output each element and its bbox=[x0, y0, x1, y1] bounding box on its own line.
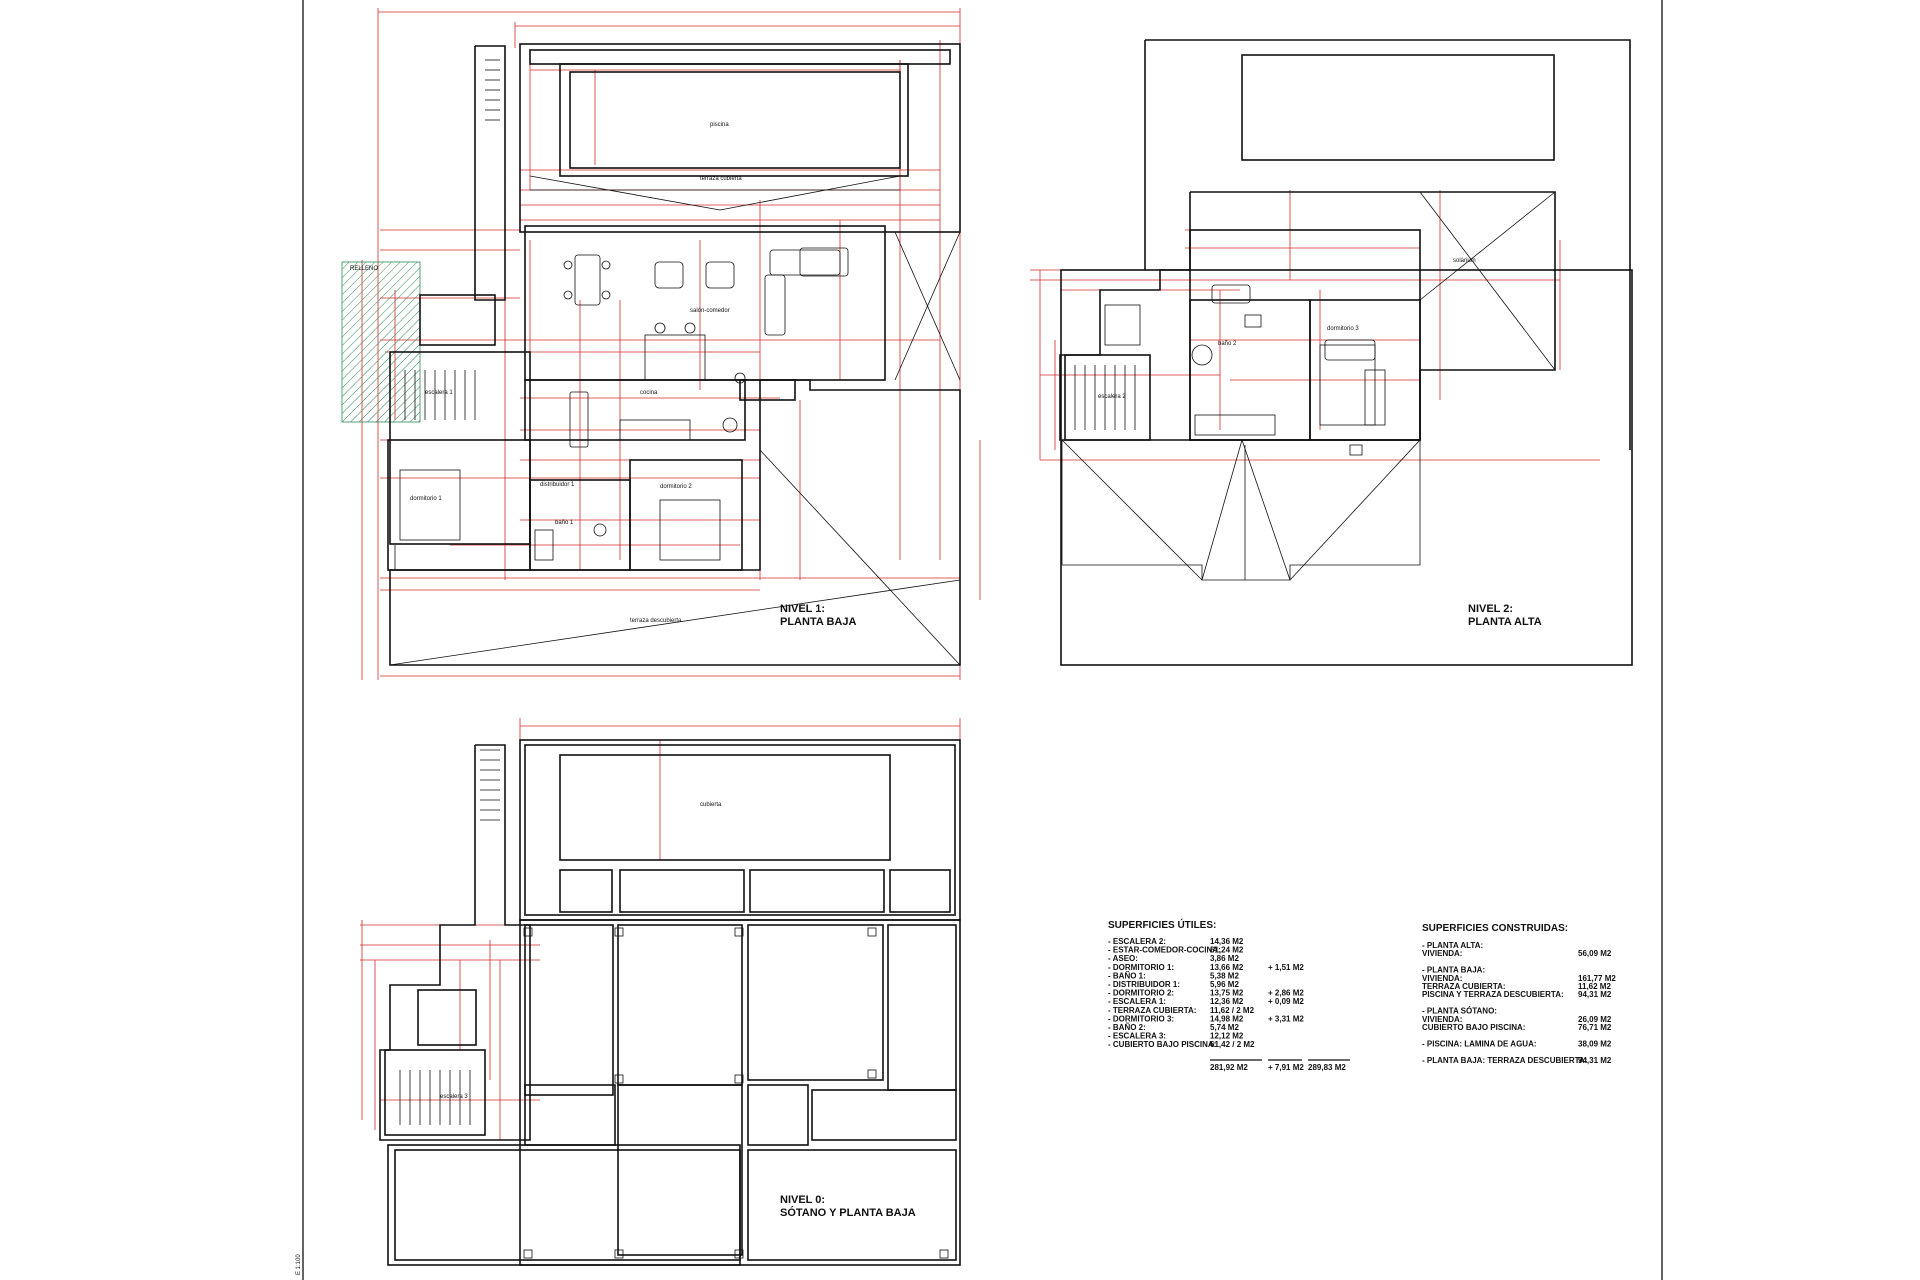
useful-area-value: 14,98 M2 bbox=[1210, 1014, 1244, 1023]
built-area-value: 26,09 M2 bbox=[1578, 1015, 1612, 1024]
useful-area-value: 5,96 M2 bbox=[1210, 980, 1239, 989]
label-relleno: RELLENO bbox=[350, 266, 378, 272]
useful-area-extra: + 2,86 M2 bbox=[1268, 989, 1304, 998]
table-useful-areas: SUPERFICIES ÚTILES: - ESCALERA 2: 14,36 M… bbox=[1108, 918, 1350, 1072]
built-area-label: TERRAZA CUBIERTA: bbox=[1422, 982, 1506, 991]
built-area-value: 11,62 M2 bbox=[1578, 982, 1611, 991]
level-1-subtitle: PLANTA BAJA bbox=[780, 616, 856, 628]
fill-hatch-area bbox=[341, 261, 421, 423]
useful-area-value: 13,66 M2 bbox=[1210, 963, 1244, 972]
useful-area-value: 12,36 M2 bbox=[1210, 997, 1244, 1006]
useful-area-label: - ESCALERA 3: bbox=[1108, 1032, 1166, 1041]
useful-area-value: 14,36 M2 bbox=[1210, 937, 1244, 946]
dimension-lines-level-1 bbox=[361, 8, 981, 680]
label-dormitorio-2: dormitorio 2 bbox=[660, 484, 692, 490]
useful-area-label: - DORMITORIO 2: bbox=[1108, 989, 1174, 998]
plan-level-1: RELLENO bbox=[341, 8, 981, 680]
built-area-value: 161,77 M2 bbox=[1578, 974, 1616, 983]
details-level-2 bbox=[1061, 191, 1556, 581]
walls-level-1 bbox=[387, 43, 961, 666]
level-2-subtitle: PLANTA ALTA bbox=[1468, 616, 1542, 628]
useful-area-extra: + 0,09 M2 bbox=[1268, 997, 1304, 1006]
label-dormitorio-3: dormitorio 3 bbox=[1327, 326, 1359, 332]
useful-areas-rows: - ESCALERA 2: 14,36 M2- ESTAR-COMEDOR-COC… bbox=[1108, 937, 1304, 1049]
built-areas-rows: - PLANTA ALTA:VIVIENDA:56,09 M2- PLANTA … bbox=[1422, 941, 1616, 1065]
useful-areas-total-extra: + 7,91 M2 bbox=[1268, 1063, 1304, 1072]
built-area-label: - PLANTA BAJA: bbox=[1422, 966, 1485, 975]
built-area-label: CUBIERTO BAJO PISCINA: bbox=[1422, 1023, 1525, 1032]
built-area-label: PISCINA Y TERRAZA DESCUBIERTA: bbox=[1422, 990, 1564, 999]
walls-level-2 bbox=[1059, 39, 1633, 666]
label-escalera-2: escalera 2 bbox=[1098, 394, 1126, 400]
label-piscina: piscina bbox=[710, 122, 729, 128]
scale-note: E 1:100 bbox=[296, 1254, 302, 1275]
level-0-subtitle: SÓTANO Y PLANTA BAJA bbox=[780, 1206, 916, 1219]
plan-level-0: cubierta escalera 3 NIVEL 0: SÓTANO Y PL… bbox=[360, 718, 961, 1266]
built-area-label: VIVIENDA: bbox=[1422, 1015, 1462, 1024]
label-solarium: solárium bbox=[1453, 258, 1476, 264]
useful-area-value: 61,42 / 2 M2 bbox=[1210, 1040, 1255, 1049]
label-bano-2: baño 2 bbox=[1218, 341, 1237, 347]
built-area-label: - PLANTA BAJA: TERRAZA DESCUBIERTA: bbox=[1422, 1056, 1587, 1065]
label-terraza-descubierta: terraza descubierta bbox=[630, 618, 682, 624]
label-cubierta: cubierta bbox=[700, 802, 722, 808]
built-area-label: VIVIENDA: bbox=[1422, 949, 1462, 958]
useful-areas-total: 281,92 M2 bbox=[1210, 1063, 1248, 1072]
useful-area-extra: + 3,31 M2 bbox=[1268, 1014, 1304, 1023]
level-2-title: NIVEL 2: bbox=[1468, 603, 1513, 615]
label-escalera-1: escalera 1 bbox=[425, 390, 453, 396]
built-area-label: VIVIENDA: bbox=[1422, 974, 1462, 983]
useful-area-extra: + 1,51 M2 bbox=[1268, 963, 1304, 972]
useful-area-label: - ASEO: bbox=[1108, 954, 1138, 963]
built-area-value: 76,71 M2 bbox=[1578, 1023, 1612, 1032]
useful-area-label: - DISTRIBUIDOR 1: bbox=[1108, 980, 1180, 989]
useful-area-label: - CUBIERTO BAJO PISCINA: bbox=[1108, 1040, 1216, 1049]
built-area-label: - PLANTA ALTA: bbox=[1422, 941, 1483, 950]
useful-area-label: - BAÑO 2: bbox=[1108, 1023, 1146, 1032]
walls-level-0 bbox=[379, 739, 961, 1266]
useful-area-label: - ESCALERA 1: bbox=[1108, 997, 1166, 1006]
built-area-value: 56,09 M2 bbox=[1578, 949, 1612, 958]
label-cocina: cocina bbox=[640, 390, 658, 396]
built-area-label: - PISCINA: LAMINA DE AGUA: bbox=[1422, 1039, 1537, 1048]
useful-area-value: 3,86 M2 bbox=[1210, 954, 1239, 963]
label-terraza-cubierta: terraza cubierta bbox=[700, 176, 742, 182]
useful-area-label: - DORMITORIO 3: bbox=[1108, 1014, 1174, 1023]
useful-area-value: 12,12 M2 bbox=[1210, 1032, 1244, 1041]
plan-level-2: dormitorio 3 baño 2 escalera 2 solárium … bbox=[1030, 39, 1633, 666]
useful-area-label: - ESCALERA 2: bbox=[1108, 937, 1166, 946]
details-level-0 bbox=[399, 749, 949, 1259]
built-areas-heading: SUPERFICIES CONSTRUIDAS: bbox=[1422, 923, 1568, 934]
details-level-1 bbox=[389, 59, 961, 666]
label-dormitorio-1: dormitorio 1 bbox=[410, 496, 442, 502]
built-area-label: - PLANTA SÓTANO: bbox=[1422, 1007, 1497, 1016]
useful-areas-total-sum: 289,83 M2 bbox=[1308, 1063, 1346, 1072]
useful-area-label: - ESTAR-COMEDOR-COCINA: bbox=[1108, 946, 1221, 955]
built-area-value: 94,31 M2 bbox=[1578, 990, 1612, 999]
label-escalera-3: escalera 3 bbox=[440, 1094, 468, 1100]
useful-area-value: 5,38 M2 bbox=[1210, 971, 1239, 980]
label-salon: salón-comedor bbox=[690, 308, 730, 314]
label-bano-1: baño 1 bbox=[555, 520, 574, 526]
useful-area-value: 5,74 M2 bbox=[1210, 1023, 1239, 1032]
useful-area-value: 13,75 M2 bbox=[1210, 989, 1244, 998]
label-distribuidor: distribuidor 1 bbox=[540, 482, 575, 488]
level-1-title: NIVEL 1: bbox=[780, 603, 825, 615]
built-area-value: 38,09 M2 bbox=[1578, 1039, 1612, 1048]
built-area-value: 94,31 M2 bbox=[1578, 1056, 1612, 1065]
useful-area-value: 61,24 M2 bbox=[1210, 946, 1244, 955]
table-built-areas: SUPERFICIES CONSTRUIDAS: - PLANTA ALTA:V… bbox=[1422, 923, 1616, 1065]
useful-area-value: 11,62 / 2 M2 bbox=[1210, 1006, 1255, 1015]
useful-area-label: - DORMITORIO 1: bbox=[1108, 963, 1174, 972]
useful-area-label: - BAÑO 1: bbox=[1108, 971, 1146, 980]
useful-areas-heading: SUPERFICIES ÚTILES: bbox=[1108, 918, 1216, 931]
useful-area-label: - TERRAZA CUBIERTA: bbox=[1108, 1006, 1196, 1015]
level-0-title: NIVEL 0: bbox=[780, 1194, 825, 1206]
